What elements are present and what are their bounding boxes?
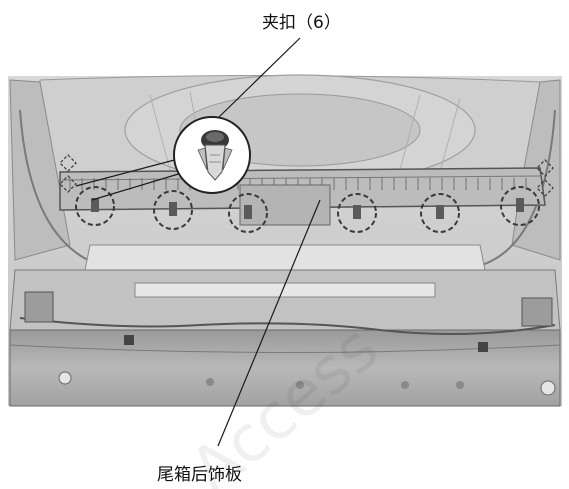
panel-leader-line <box>217 199 321 447</box>
clip-mark <box>244 205 252 219</box>
clip-mark <box>353 205 361 219</box>
rear-trim-panel <box>59 167 546 271</box>
clip-mark <box>91 198 99 212</box>
left-end-marker-2 <box>59 175 77 193</box>
left-end-marker <box>59 154 77 172</box>
rear-bumper <box>9 269 561 407</box>
clip-leader-line <box>217 37 301 119</box>
clip-mark <box>516 198 524 212</box>
clip-mark <box>169 202 177 216</box>
clip-location-circle <box>75 186 115 226</box>
clip-callout-label: 夹扣（6） <box>262 13 341 33</box>
clip-location-circle <box>500 186 540 226</box>
leader-lines <box>75 37 321 447</box>
clip-detail-inset <box>173 116 251 194</box>
right-end-marker <box>536 159 554 177</box>
clip-location-circle <box>420 193 460 233</box>
trim-panel-callout-label: 尾箱后饰板 <box>157 465 242 485</box>
clip-location-circle <box>153 190 193 230</box>
clip-mark <box>436 205 444 219</box>
clip-zoom-line-1 <box>75 157 183 187</box>
panel-end-markers <box>59 154 554 197</box>
clip-markers <box>75 186 540 233</box>
clip-zoom-line-2 <box>91 171 186 201</box>
right-end-marker-2 <box>536 179 554 197</box>
clip-location-circle <box>228 193 268 233</box>
clip-location-circle <box>337 193 377 233</box>
